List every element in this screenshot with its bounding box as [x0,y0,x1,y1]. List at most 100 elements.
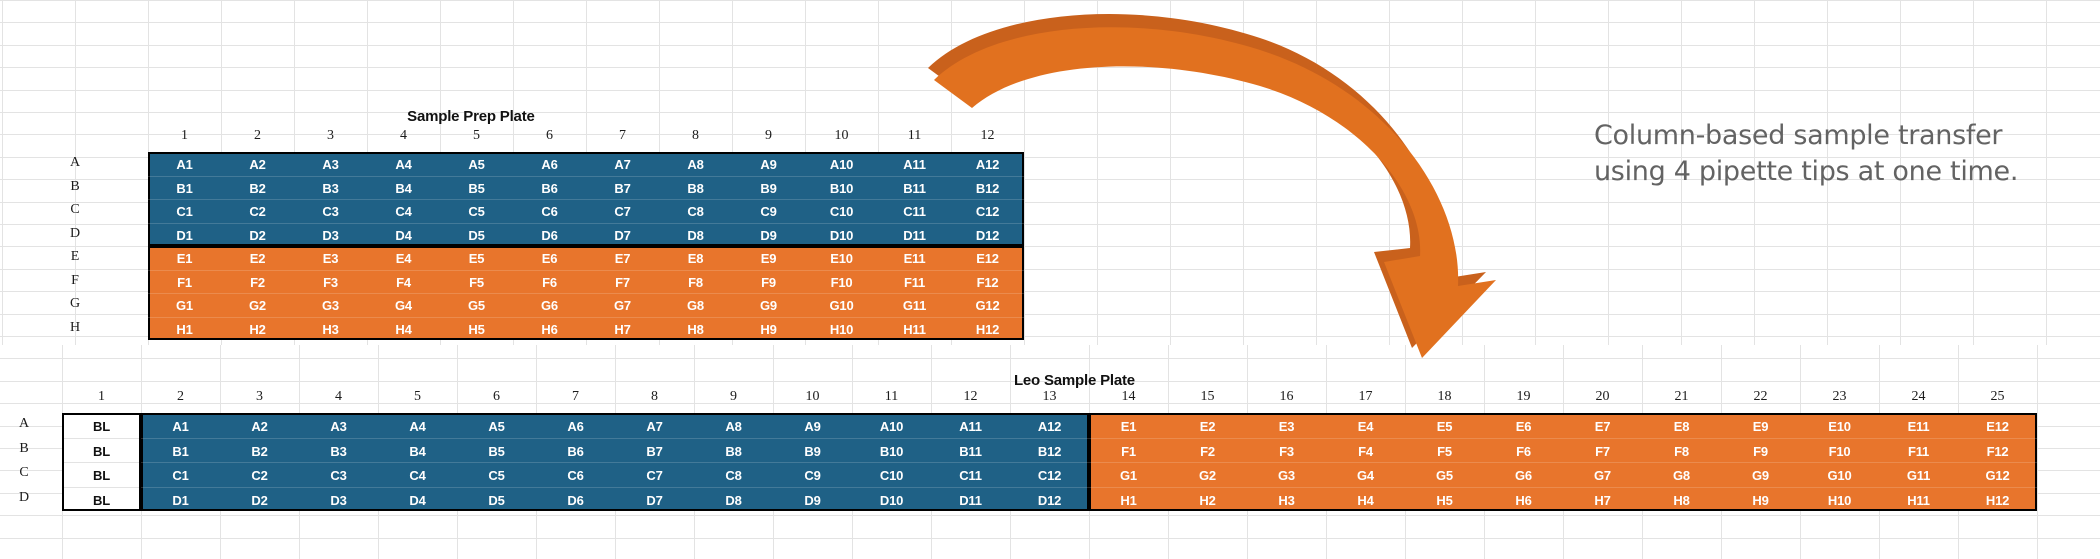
source-well-C11: C11 [903,204,926,219]
dest-well-D6-c7: D6 [567,492,584,508]
source-well-E10: E10 [830,251,853,266]
source-well-F1: F1 [177,274,192,290]
dest-well-A5-c6: A5 [488,419,505,434]
source-well-F3: F3 [323,274,338,290]
dest-well-H11-c24: H11 [1907,492,1930,508]
dest-well-A12-c13: A12 [1037,419,1062,434]
dest-well-E1-c14: E1 [1120,419,1137,434]
source-well-F12: F12 [976,274,999,290]
source-well-B1: B1 [176,180,193,196]
source-well-row-separator [148,293,1024,294]
source-well-C3: C3 [322,204,339,219]
dest-well-E12-c25: E12 [1986,419,2009,434]
dest-well-H9-c22: H9 [1752,492,1769,508]
dest-well-G11-c24: G11 [1906,468,1931,483]
source-well-D1: D1 [176,227,193,243]
gridline-vertical [2037,345,2038,559]
dest-column-header-23: 23 [1832,389,1847,404]
source-column-header-2: 2 [254,128,261,143]
source-well-D2: D2 [249,227,266,243]
source-well-C5: C5 [468,204,485,219]
dest-well-G10-c23: G10 [1827,468,1852,483]
source-well-F9: F9 [761,274,776,290]
source-well-D6: D6 [541,227,558,243]
gridline-vertical [75,0,76,345]
dest-well-G9-c22: G9 [1752,468,1769,483]
dest-well-C8-c9: C8 [725,468,742,483]
dest-well-row-separator [141,437,2037,439]
dest-well-D9-c10: D9 [804,492,821,508]
source-well-F7: F7 [615,274,630,290]
source-well-G1: G1 [176,298,193,313]
source-well-G5: G5 [468,298,485,313]
source-well-G2: G2 [249,298,266,313]
source-well-H12: H12 [975,321,1000,337]
dest-well-G12-c25: G12 [1985,468,2010,483]
dest-column-header-6: 6 [493,389,500,404]
dest-well-B11-c12: B11 [959,443,982,459]
source-well-C2: C2 [249,204,266,219]
dest-well-B12-c13: B12 [1037,443,1062,459]
dest-column-header-25: 25 [1990,389,2005,404]
source-well-G8: G8 [687,298,704,313]
dest-well-C9-c10: C9 [804,468,821,483]
source-well-block-blue [148,152,1024,246]
dest-well-E9-c22: E9 [1752,419,1769,434]
source-well-B11: B11 [903,180,926,196]
dest-well-G1-c14: G1 [1120,468,1137,483]
source-well-D9: D9 [760,227,777,243]
dest-well-D10-c11: D10 [879,492,904,508]
dest-well-H3-c16: H3 [1278,492,1295,508]
source-column-header-6: 6 [546,128,553,143]
source-well-row-separator [148,222,1024,224]
dest-well-H4-c17: H4 [1357,492,1374,508]
source-well-E5: E5 [468,251,485,266]
gridline-horizontal [0,67,2100,68]
dest-well-G7-c20: G7 [1594,468,1611,483]
dest-column-header-5: 5 [414,389,421,404]
dest-well-D8-c9: D8 [725,492,742,508]
source-well-E1: E1 [176,251,193,266]
dest-well-A1-c2: A1 [172,419,189,434]
gridline-horizontal [0,538,2100,539]
gridline-vertical [1097,0,1098,345]
dest-well-G3-c16: G3 [1278,468,1295,483]
dest-well-B10-c11: B10 [879,443,904,459]
source-well-C1: C1 [176,204,193,219]
source-row-label-F: F [71,272,79,288]
dest-well-D5-c6: D5 [488,492,505,508]
source-column-header-10: 10 [834,128,849,143]
dest-row-label-A: A [18,416,30,431]
gridline-horizontal [0,45,2100,46]
source-well-C4: C4 [395,204,412,219]
dest-well-C5-c6: C5 [488,468,505,483]
source-well-B5: B5 [468,180,485,196]
source-well-E12: E12 [976,251,999,266]
dest-well-D11-c12: D11 [959,492,982,508]
source-plate-title: Sample Prep Plate [407,108,535,125]
dest-well-E6-c19: E6 [1515,419,1532,434]
source-well-F2: F2 [250,274,265,290]
dest-well-A9-c10: A9 [804,419,821,434]
dest-column-header-15: 15 [1200,389,1215,404]
dest-well-D3-c4: D3 [330,492,347,508]
source-well-C12: C12 [975,204,1000,219]
source-well-A12: A12 [975,157,1000,172]
source-well-G7: G7 [614,298,631,313]
gridline-horizontal [0,0,2100,1]
dest-well-D4-c5: D4 [409,492,426,508]
dest-well-D2-c3: D2 [251,492,268,508]
source-well-B9: B9 [760,180,777,196]
source-well-D11: D11 [903,227,926,243]
dest-well-B6-c7: B6 [567,443,584,459]
source-column-header-3: 3 [327,128,334,143]
source-row-label-D: D [69,225,81,241]
dest-well-H2-c15: H2 [1199,492,1216,508]
dest-well-H1-c14: H1 [1120,492,1137,508]
source-column-header-9: 9 [765,128,772,143]
dest-well-C3-c4: C3 [330,468,347,483]
source-row-label-B: B [70,178,80,194]
source-well-F5: F5 [469,274,484,290]
source-row-label-G: G [69,296,81,311]
dest-well-F5-c18: F5 [1437,443,1452,459]
